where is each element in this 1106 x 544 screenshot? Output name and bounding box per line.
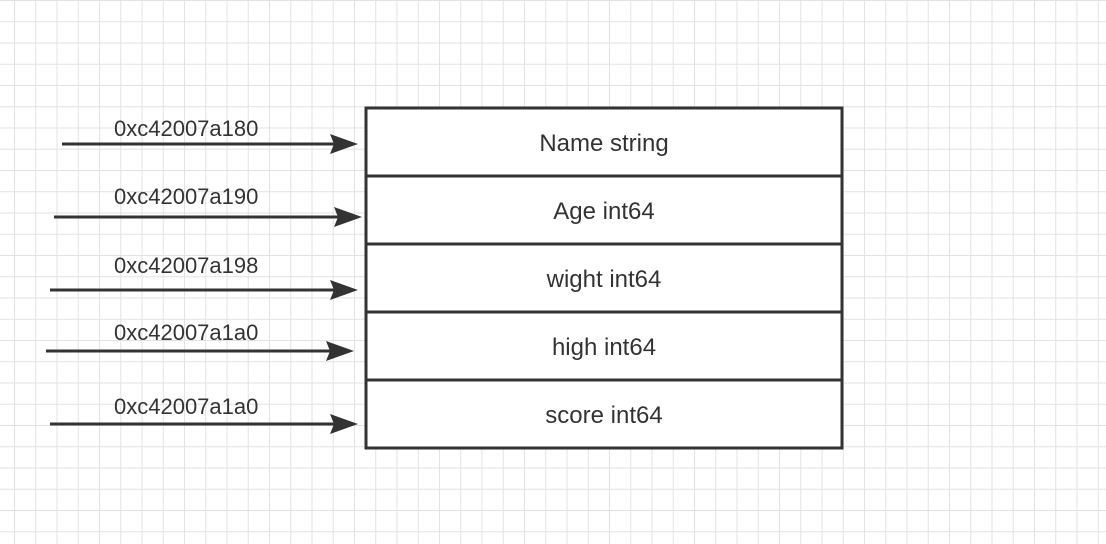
arrow-head-icon xyxy=(326,341,354,361)
field-name-label: Name string xyxy=(539,130,668,157)
pointer-name: 0xc42007a180 xyxy=(62,116,358,154)
arrow-head-icon xyxy=(330,414,358,434)
field-score-label: score int64 xyxy=(545,402,662,429)
field-age-label: Age int64 xyxy=(553,198,654,225)
struct-outline xyxy=(364,106,844,450)
struct-box: Name string Age int64 wight int64 high i… xyxy=(364,106,844,450)
pointer-score: 0xc42007a1a0 xyxy=(50,394,358,434)
pointer-wight: 0xc42007a198 xyxy=(50,253,358,300)
arrow-head-icon xyxy=(334,207,362,227)
address-label: 0xc42007a190 xyxy=(114,184,258,209)
field-high-label: high int64 xyxy=(552,334,656,361)
pointer-age: 0xc42007a190 xyxy=(54,184,362,227)
field-wight-label: wight int64 xyxy=(546,266,662,293)
address-label: 0xc42007a1a0 xyxy=(114,320,258,345)
arrow-head-icon xyxy=(330,134,358,154)
pointer-high: 0xc42007a1a0 xyxy=(46,320,354,361)
address-label: 0xc42007a180 xyxy=(114,116,258,141)
address-label: 0xc42007a1a0 xyxy=(114,394,258,419)
address-label: 0xc42007a198 xyxy=(114,253,258,278)
arrow-head-icon xyxy=(330,280,358,300)
